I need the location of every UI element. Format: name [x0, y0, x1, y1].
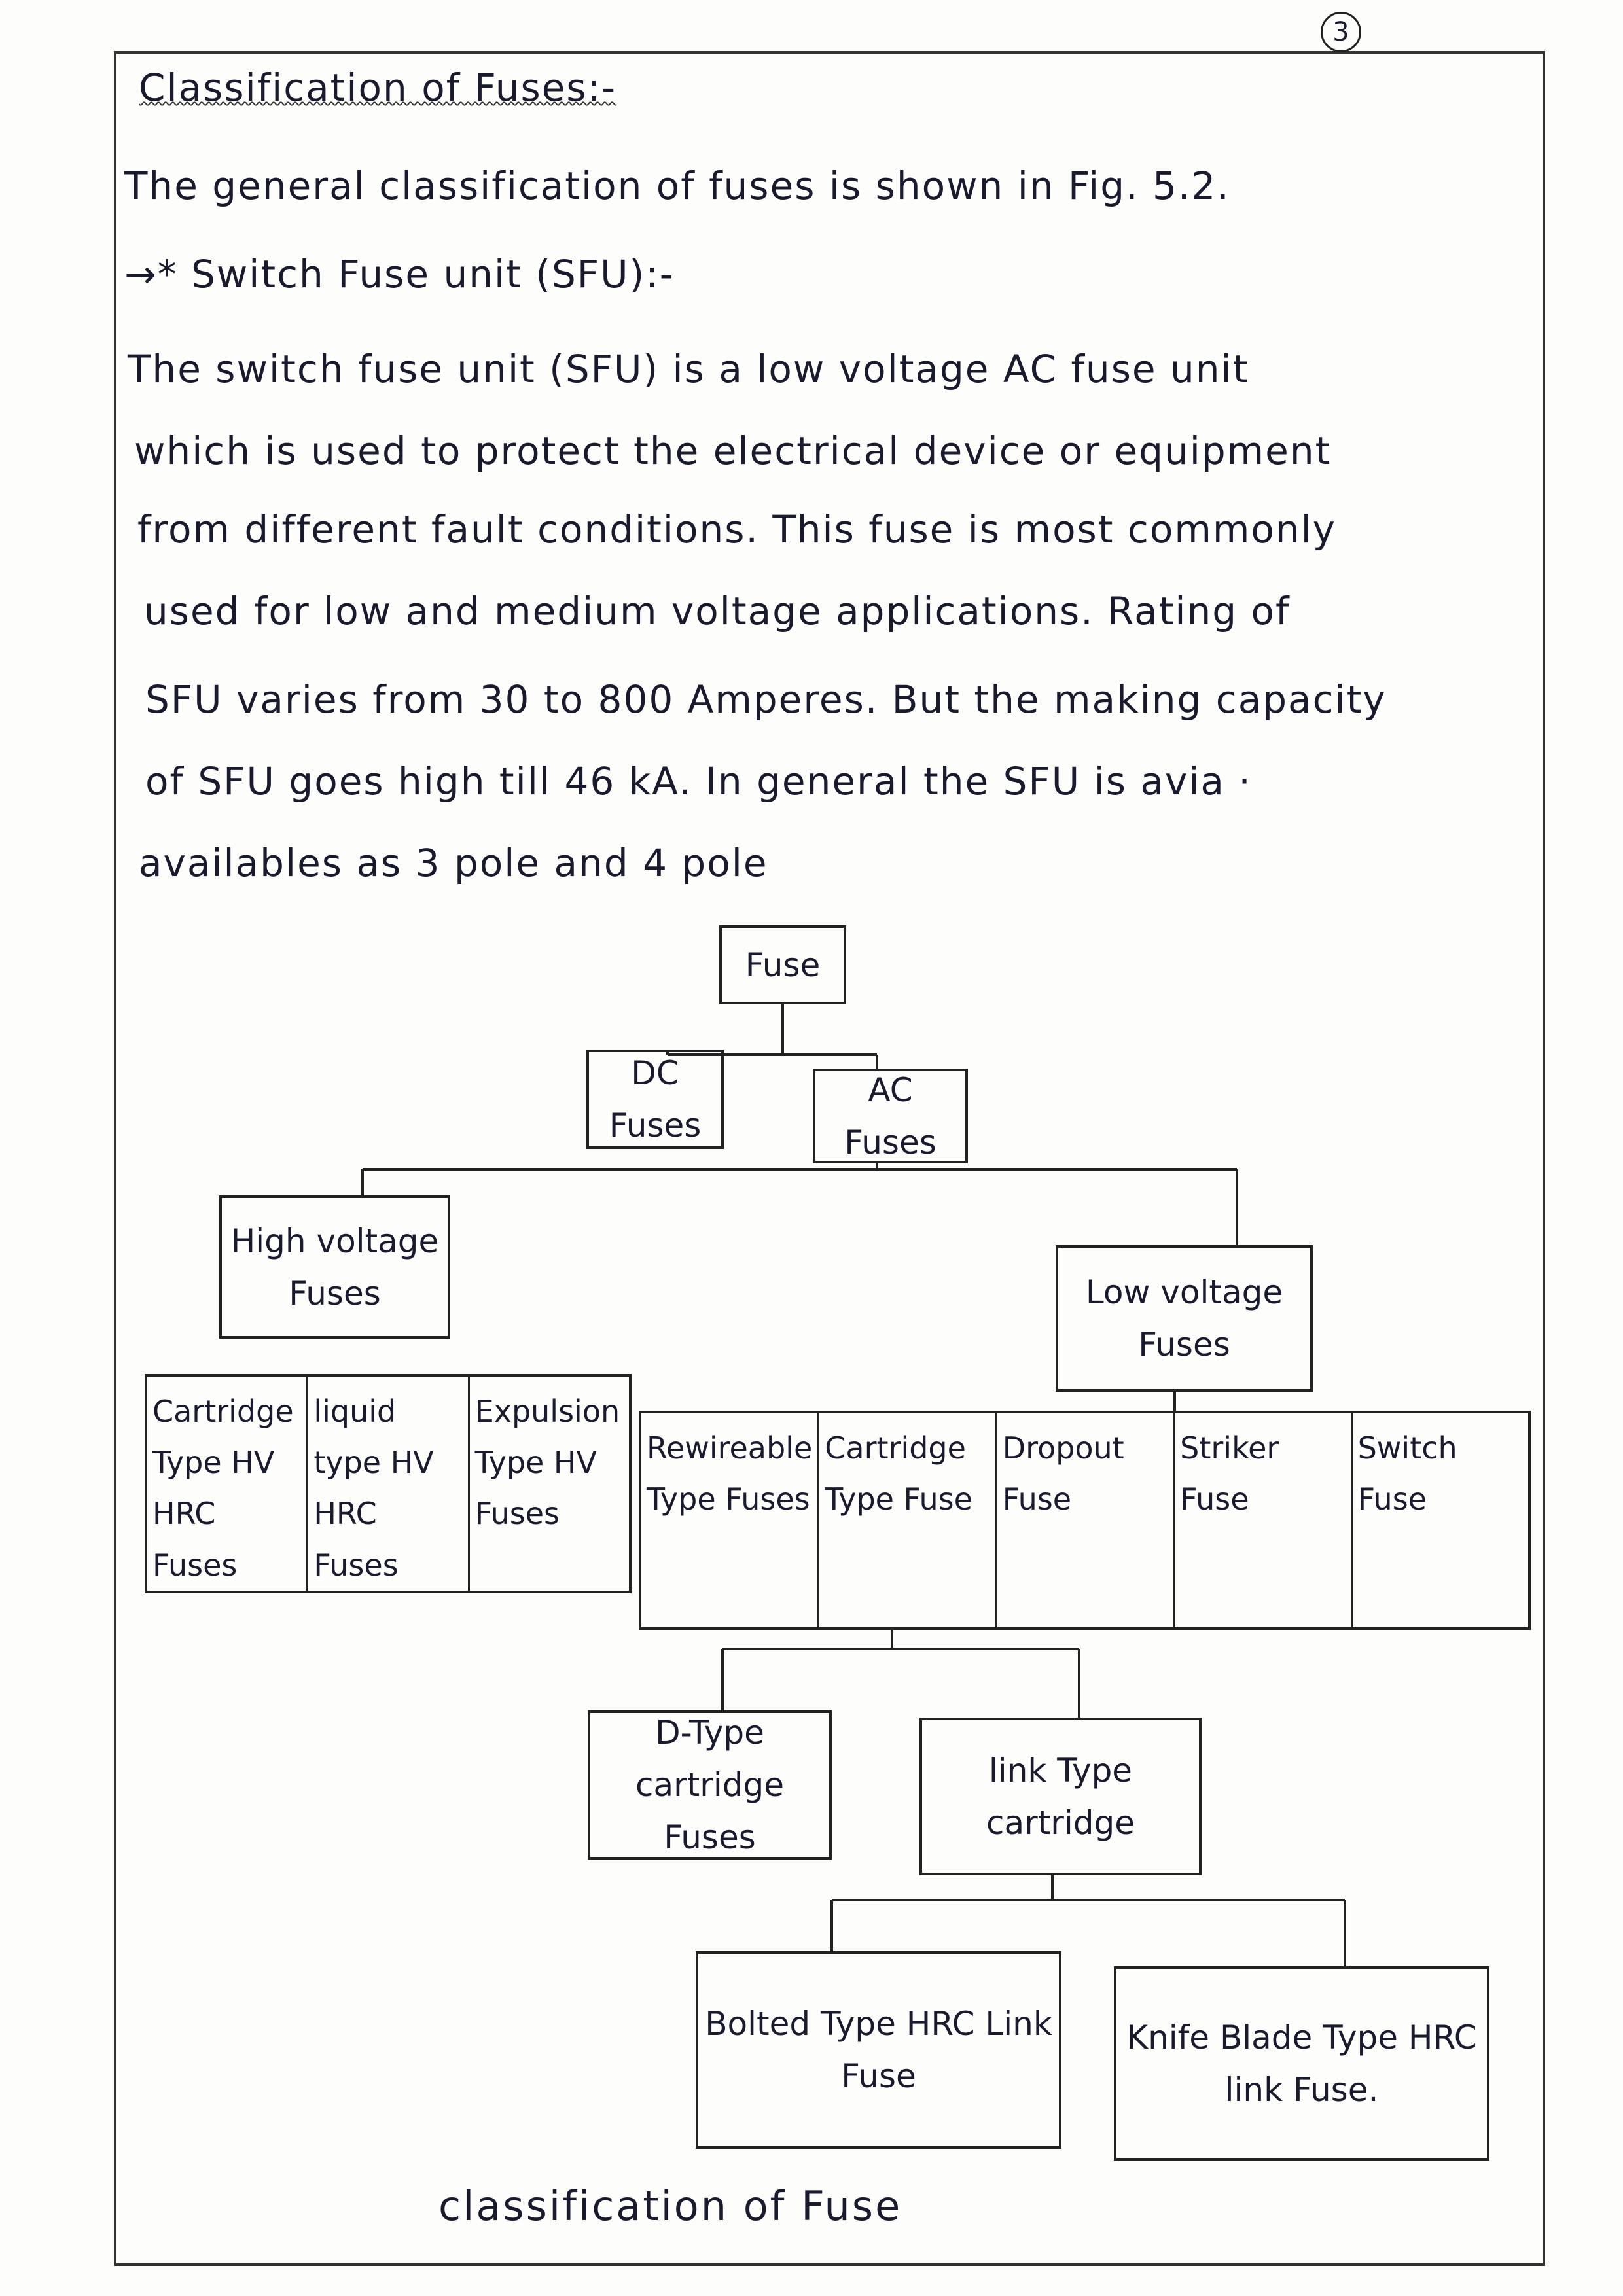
node-bolted-type: Bolted Type HRC Link Fuse — [696, 1951, 1061, 2149]
node-switch: Switch Fuse — [1357, 1430, 1457, 1517]
paragraph-line: of SFU goes high till 46 kA. In general … — [145, 759, 1252, 804]
intro-text: The general classification of fuses is s… — [124, 164, 1230, 208]
node-ac-fuses: AC Fuses — [813, 1069, 968, 1163]
page-title: Classification of Fuses:- — [139, 65, 617, 110]
paragraph-line: SFU varies from 30 to 800 Amperes. But t… — [145, 677, 1387, 722]
node-cartridge-hv-hrc: Cartridge Type HV HRC Fuses — [147, 1377, 309, 1591]
node-rewireable: Rewireable Type Fuses — [641, 1413, 820, 1627]
page-number: 3 — [1321, 12, 1361, 52]
section-heading: →* Switch Fuse unit (SFU):- — [124, 252, 675, 296]
node-d-type-cartridge: D-Type cartridge Fuses — [588, 1710, 832, 1860]
node-dc-fuses: DC Fuses — [586, 1050, 724, 1149]
node-striker: Striker Fuse — [1175, 1413, 1353, 1627]
figure-caption: classification of Fuse — [438, 2182, 902, 2230]
page-border — [114, 51, 1545, 2266]
node-knife-blade-type: Knife Blade Type HRC link Fuse. — [1114, 1966, 1489, 2161]
hv-fuse-types: Cartridge Type HV HRC Fuses liquid type … — [145, 1374, 632, 1593]
paragraph-line: The switch fuse unit (SFU) is a low volt… — [128, 347, 1249, 391]
lv-fuse-types: Rewireable Type Fuses Cartridge Type Fus… — [639, 1411, 1531, 1630]
node-expulsion-hv: Expulsion Type HV Fuses — [474, 1394, 620, 1532]
paragraph-line: used for low and medium voltage applicat… — [144, 589, 1291, 633]
node-liquid-hv-hrc: liquid type HV HRC Fuses — [308, 1377, 470, 1591]
node-cartridge-lv: Cartridge Type Fuse — [819, 1413, 997, 1627]
node-low-voltage-fuses: Low voltage Fuses — [1056, 1245, 1313, 1392]
paragraph-line: from different fault conditions. This fu… — [137, 507, 1337, 552]
paragraph-line: which is used to protect the electrical … — [134, 429, 1332, 473]
node-fuse: Fuse — [719, 925, 846, 1004]
paragraph-line: availables as 3 pole and 4 pole — [139, 841, 768, 885]
node-link-type-cartridge: link Type cartridge — [919, 1718, 1202, 1875]
node-dropout: Dropout Fuse — [997, 1413, 1175, 1627]
node-high-voltage-fuses: High voltage Fuses — [219, 1195, 450, 1339]
